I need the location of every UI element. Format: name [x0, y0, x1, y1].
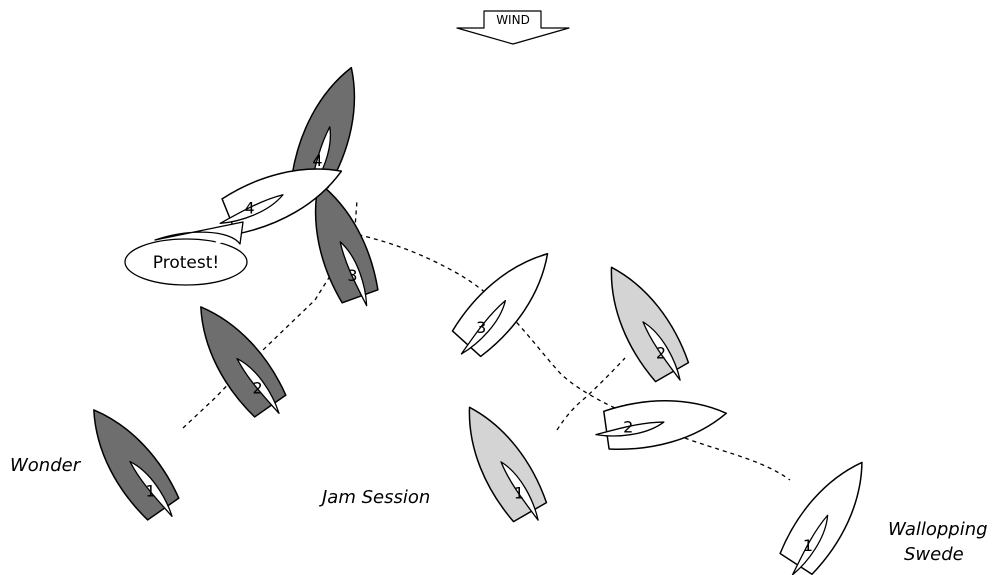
boat-wallopping-swede-position-4: 4 — [219, 168, 343, 235]
boat-hull — [221, 168, 343, 235]
boat-name-wallopping-swede-line1: Wallopping — [888, 519, 988, 540]
jam-session-track — [556, 357, 626, 431]
boat-hull — [779, 461, 863, 575]
boat-position-number: 2 — [656, 344, 666, 363]
boat-position-number: 1 — [146, 482, 156, 501]
boat-wonder-position-2: 2 — [200, 306, 287, 418]
callout-bubble — [124, 238, 248, 286]
boat-sail — [642, 321, 681, 381]
boat-hull — [468, 406, 548, 523]
boats: 1 2 3 4 1 2 1 2 3 4 — [93, 66, 863, 575]
boat-position-number: 2 — [253, 379, 263, 398]
boat-position-number: 3 — [347, 266, 357, 285]
boat-sail — [460, 299, 507, 355]
boat-hull — [603, 400, 728, 450]
boat-sail — [339, 241, 368, 307]
boat-wonder-position-3: 3 — [314, 181, 379, 307]
callout-pointer — [154, 221, 244, 245]
boat-wallopping-swede-position-3: 3 — [451, 253, 549, 358]
boat-wallopping-swede-position-1: 1 — [779, 461, 863, 575]
wallopping-swede-track — [326, 227, 791, 481]
boat-sail — [129, 460, 173, 517]
boat-sail — [500, 461, 539, 521]
boat-position-number: 2 — [623, 418, 633, 437]
boat-sail — [236, 357, 280, 414]
boat-wonder-position-1: 1 — [93, 409, 180, 521]
boat-position-number: 4 — [245, 199, 255, 218]
boat-name-jam-session: Jam Session — [319, 487, 430, 508]
boat-hull — [314, 181, 379, 304]
wind-arrow-icon — [456, 10, 570, 45]
callout-text: Protest! — [153, 253, 219, 273]
boat-jam-session-position-2: 2 — [610, 266, 690, 383]
boat-jam-session-position-1: 1 — [468, 406, 548, 523]
callout-joint — [215, 237, 229, 245]
protest-callout: Protest! — [124, 221, 248, 286]
boat-labels: Wonder Jam Session Wallopping Swede — [10, 455, 988, 565]
boat-position-number: 3 — [476, 318, 486, 337]
boat-position-number: 1 — [803, 536, 813, 555]
wind-label: WIND — [496, 13, 530, 27]
boat-name-wonder: Wonder — [10, 455, 82, 476]
boat-sail — [219, 194, 284, 225]
boat-wallopping-swede-position-2: 2 — [595, 400, 728, 450]
boat-position-number: 4 — [312, 151, 322, 170]
boat-name-wallopping-swede-line2: Swede — [904, 544, 964, 565]
boat-position-number: 1 — [514, 484, 524, 503]
boat-hull — [610, 266, 690, 383]
boat-sail — [595, 421, 665, 437]
wind-indicator: WIND — [456, 10, 570, 45]
boat-hull — [451, 253, 549, 358]
